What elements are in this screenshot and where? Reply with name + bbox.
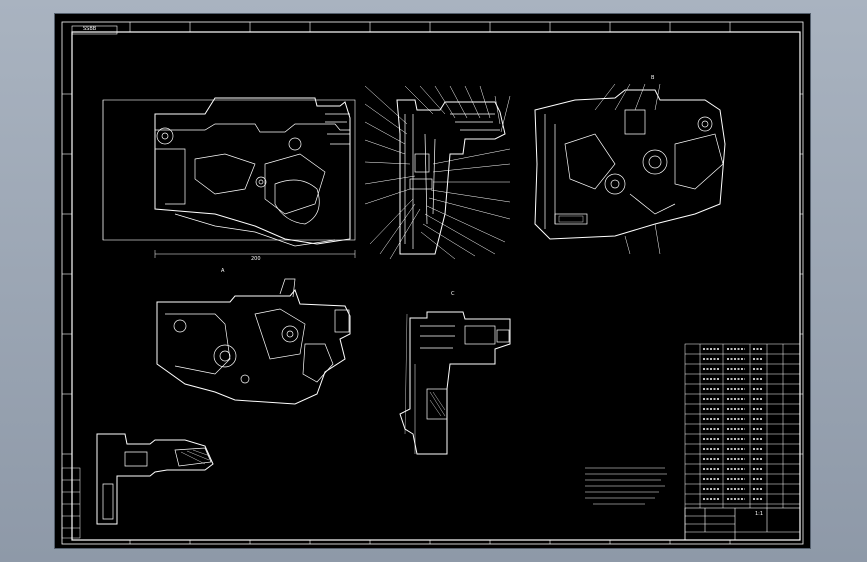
outer-border: [61, 21, 804, 545]
technical-notes: [585, 467, 667, 505]
side-view-right: [534, 83, 726, 255]
cad-drawing-sheet: [61, 21, 804, 545]
leader-lines: [364, 85, 511, 260]
side-revision-table: [61, 467, 81, 539]
vertical-section-view: [399, 311, 511, 455]
cad-drawing-viewport[interactable]: SSBB 200 A B C 1:1: [54, 13, 811, 549]
parts-list-table: [684, 343, 801, 541]
dimension-label: 200: [251, 256, 261, 262]
plan-view-middle: [156, 278, 351, 405]
inner-border: [71, 31, 801, 541]
sheet-tag-box: [71, 25, 118, 35]
zone-ticks: [62, 22, 803, 544]
section-view-leaders: [364, 85, 511, 260]
view-label-b: B: [651, 75, 655, 81]
sheet-tag-label: SSBB: [83, 26, 97, 32]
view-label-a: A: [221, 268, 225, 274]
view-label-c: C: [451, 291, 455, 297]
scale-note: 1:1: [755, 511, 764, 517]
front-view-main: [102, 97, 356, 258]
detail-view-bottom-left: [96, 433, 214, 525]
parts-list-text-dashes: [703, 348, 763, 500]
title-block: [684, 507, 801, 541]
